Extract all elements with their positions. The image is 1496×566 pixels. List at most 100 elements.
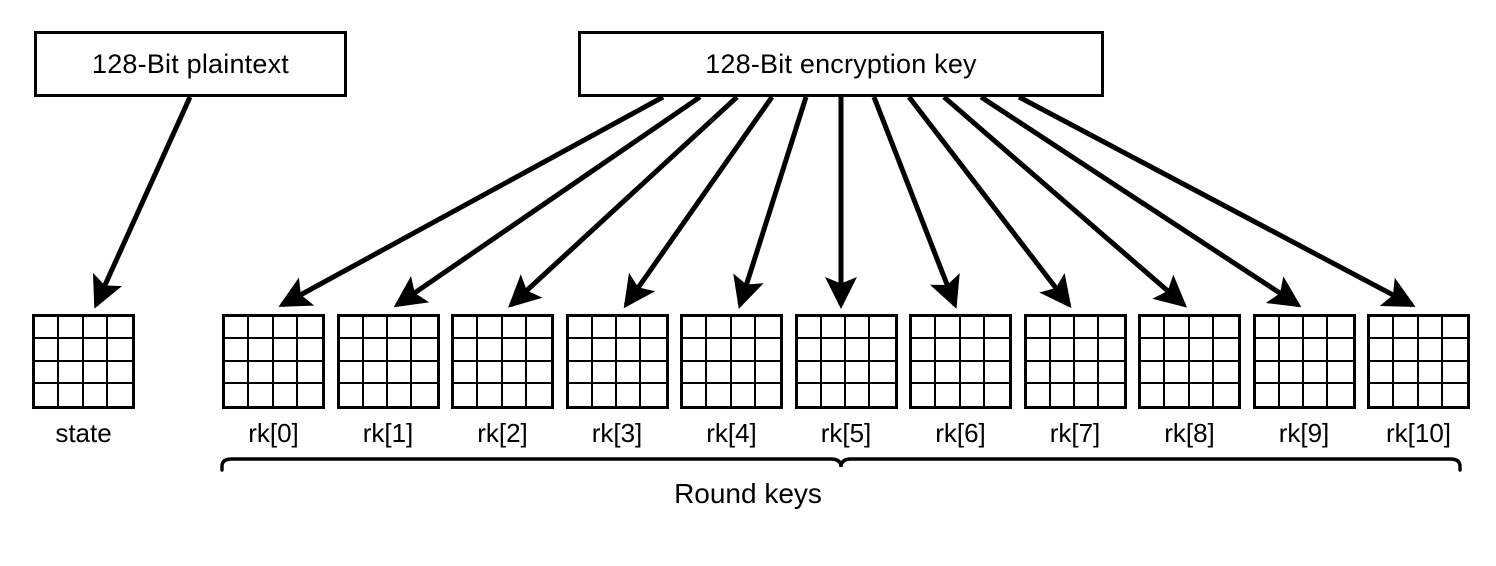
matrix-cell bbox=[35, 317, 60, 340]
key-to-rk4-arrow bbox=[733, 96, 809, 309]
matrix-cell bbox=[388, 383, 413, 406]
matrix-cell bbox=[249, 383, 274, 406]
matrix-cell bbox=[870, 339, 895, 362]
round-key-matrix bbox=[1023, 314, 1127, 409]
matrix-cell bbox=[846, 383, 871, 406]
matrix-cell bbox=[502, 317, 527, 340]
matrix-cell bbox=[1165, 383, 1190, 406]
matrix-cell bbox=[297, 317, 322, 340]
round-key-label: rk[3] bbox=[591, 418, 643, 448]
matrix-cell bbox=[593, 383, 617, 406]
matrix-cell bbox=[1256, 383, 1280, 406]
round-key-matrix-group: rk[3] bbox=[565, 314, 669, 449]
matrix-cell bbox=[1442, 362, 1467, 384]
matrix-cell bbox=[273, 361, 298, 384]
round-key-matrix-group: rk[1] bbox=[336, 314, 440, 449]
matrix-cell bbox=[641, 362, 666, 384]
round-key-matrix bbox=[794, 314, 898, 409]
matrix-cell bbox=[526, 362, 551, 384]
matrix-cell bbox=[1328, 339, 1353, 362]
matrix-cell bbox=[1304, 339, 1329, 362]
round-key-matrix-group: rk[5] bbox=[794, 314, 898, 449]
matrix-cell bbox=[1099, 362, 1124, 384]
matrix-cell bbox=[1075, 361, 1100, 384]
round-key-label: rk[6] bbox=[935, 418, 986, 448]
matrix-cell bbox=[1394, 383, 1419, 406]
matrix-cell bbox=[412, 317, 437, 340]
round-key-matrix bbox=[1367, 314, 1470, 409]
round-key-matrix bbox=[1138, 314, 1241, 409]
matrix-cell bbox=[107, 362, 132, 384]
matrix-cell bbox=[984, 339, 1009, 362]
matrix-cell bbox=[1328, 384, 1352, 406]
matrix-cell bbox=[1099, 339, 1124, 362]
matrix-cell bbox=[274, 383, 298, 406]
matrix-cell bbox=[83, 339, 108, 362]
matrix-cell bbox=[821, 339, 846, 362]
matrix-cell bbox=[936, 317, 961, 340]
matrix-cell bbox=[340, 383, 364, 406]
matrix-cell bbox=[960, 339, 985, 362]
matrix-cell bbox=[1255, 339, 1280, 362]
matrix-cell bbox=[526, 339, 551, 362]
matrix-cell bbox=[1075, 317, 1100, 340]
round-keys-brace bbox=[220, 457, 1462, 472]
matrix-cell bbox=[912, 383, 937, 406]
round-keys-group-label: Round keys bbox=[674, 478, 822, 509]
key-to-rk0-arrow bbox=[278, 94, 665, 308]
matrix-cell bbox=[912, 317, 937, 340]
matrix-cell bbox=[936, 383, 961, 406]
matrix-cell bbox=[797, 361, 822, 384]
matrix-cell bbox=[1255, 317, 1280, 340]
matrix-cell bbox=[731, 317, 756, 340]
matrix-cell bbox=[297, 339, 322, 362]
matrix-cell bbox=[478, 383, 503, 406]
matrix-cell bbox=[502, 339, 527, 362]
matrix-cell bbox=[1418, 339, 1443, 362]
matrix-cell bbox=[1304, 383, 1329, 406]
matrix-cell bbox=[1214, 384, 1238, 406]
matrix-cell bbox=[617, 339, 642, 362]
plaintext-box: 128-Bit plaintext bbox=[34, 31, 347, 97]
matrix-cell bbox=[707, 361, 732, 384]
round-key-label: rk[2] bbox=[477, 418, 528, 448]
matrix-cell bbox=[1442, 339, 1467, 362]
matrix-cell bbox=[568, 339, 593, 362]
matrix-cell bbox=[83, 361, 108, 384]
matrix-cell bbox=[755, 317, 780, 340]
round-key-label: rk[10] bbox=[1385, 418, 1452, 448]
matrix-cell bbox=[617, 361, 642, 384]
matrix-cell bbox=[1165, 339, 1190, 362]
matrix-cell bbox=[821, 361, 846, 384]
matrix-cell bbox=[1304, 317, 1329, 340]
matrix-cell bbox=[478, 317, 503, 340]
matrix-cell bbox=[1213, 362, 1238, 384]
matrix-cell bbox=[936, 339, 961, 362]
matrix-cell bbox=[1328, 317, 1353, 340]
matrix-cell bbox=[1280, 383, 1304, 406]
state-matrix-group: state bbox=[32, 314, 135, 449]
matrix-cell bbox=[731, 361, 756, 384]
matrix-cell bbox=[454, 361, 479, 384]
matrix-cell bbox=[225, 339, 250, 362]
matrix-cell bbox=[1418, 361, 1443, 384]
matrix-cell bbox=[984, 362, 1009, 384]
matrix-cell bbox=[756, 384, 780, 406]
round-key-label: rk[9] bbox=[1278, 418, 1330, 448]
matrix-cell bbox=[59, 317, 84, 340]
matrix-cell bbox=[249, 361, 274, 384]
matrix-cell bbox=[1141, 317, 1166, 340]
matrix-cell bbox=[108, 384, 132, 406]
matrix-cell bbox=[1418, 317, 1443, 340]
matrix-cell bbox=[984, 317, 1009, 340]
round-key-matrix bbox=[1252, 314, 1356, 409]
matrix-cell bbox=[273, 317, 298, 340]
matrix-cell bbox=[592, 339, 617, 362]
matrix-cell bbox=[35, 339, 60, 362]
matrix-cell bbox=[249, 317, 274, 340]
key-to-rk10-arrow bbox=[1017, 94, 1416, 308]
matrix-cell bbox=[297, 362, 322, 384]
matrix-cell bbox=[707, 317, 732, 340]
matrix-cell bbox=[1370, 339, 1395, 362]
key-to-rk3-arrow bbox=[623, 95, 775, 309]
